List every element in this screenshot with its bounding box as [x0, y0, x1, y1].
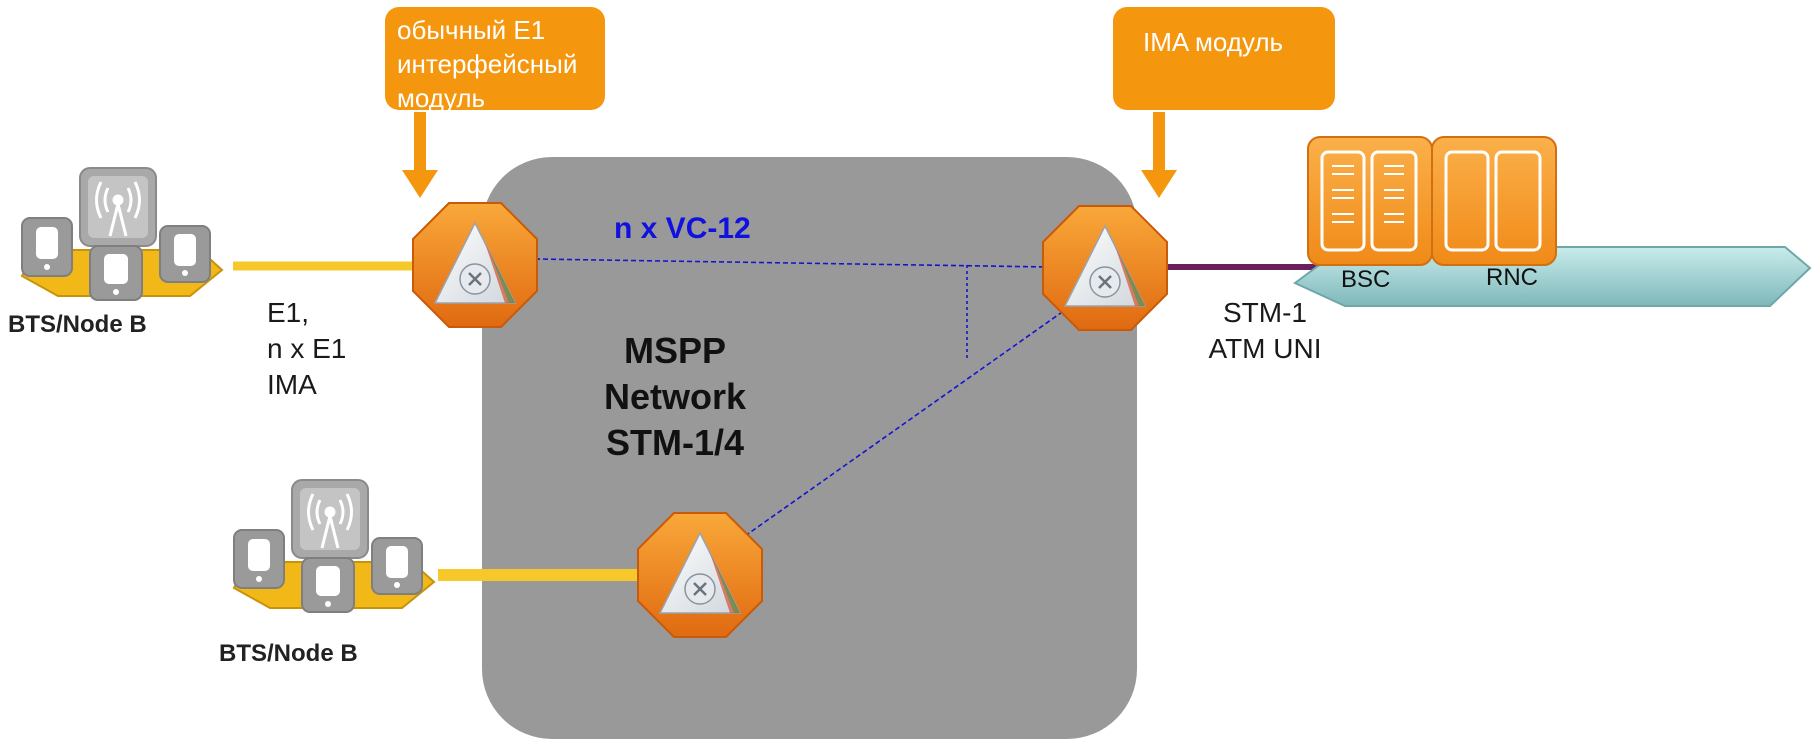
bts-bottom-label: BTS/Node B — [219, 640, 358, 667]
bts-top-label: BTS/Node B — [8, 311, 147, 338]
rnc-server-icon — [1431, 136, 1557, 266]
bsc-label: BSC — [1341, 266, 1391, 293]
mspp-node-bottom — [637, 512, 763, 638]
vc-path-horizontal — [534, 258, 1049, 268]
bsc-rnc-site — [1293, 136, 1812, 307]
bts-site-top — [20, 167, 224, 301]
bts-site-bottom — [232, 479, 436, 613]
antenna-icon — [95, 181, 141, 237]
callout-ima-module: IMA модуль — [1113, 7, 1335, 110]
callout-ima-module-text: IMA модуль — [1143, 27, 1284, 57]
callout-e1-module: обычный E1 интерфейсный модуль — [385, 7, 605, 113]
rnc-label: RNC — [1486, 264, 1538, 291]
vc-path-diagonal — [744, 309, 1066, 537]
vc-path-label: n x VC-12 — [614, 212, 751, 245]
mspp-node-left — [412, 202, 538, 328]
antenna-icon — [307, 493, 353, 549]
arrow-left — [402, 112, 438, 198]
mspp-node-right — [1042, 205, 1168, 331]
bsc-server-icon — [1307, 136, 1433, 266]
stm1-link-label: STM-1 ATM UNI — [1208, 297, 1322, 364]
callout-e1-module-text: обычный E1 интерфейсный модуль — [397, 15, 578, 113]
network-label: MSPP Network STM-1/4 — [603, 330, 747, 463]
e1-link-label: E1, n x E1 IMA — [267, 297, 347, 400]
arrow-right — [1141, 112, 1177, 198]
